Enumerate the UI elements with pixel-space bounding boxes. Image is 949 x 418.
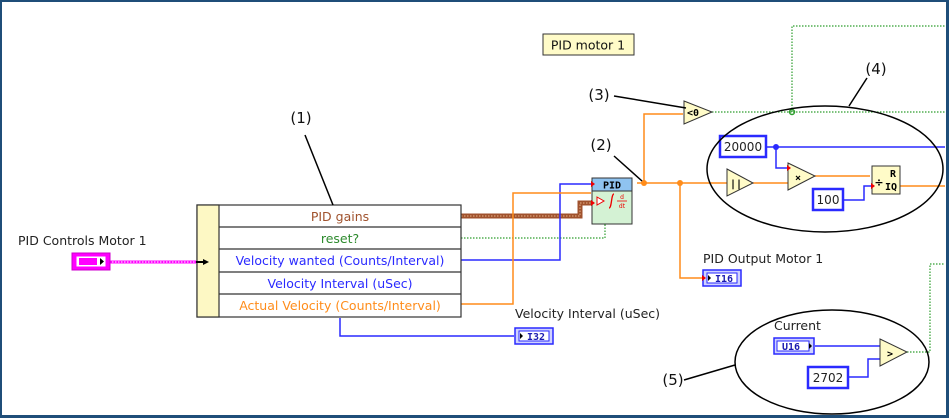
unbundle-by-name[interactable]: PID gains reset? Velocity wanted (Counts…	[196, 204, 462, 318]
pid-controls-label: PID Controls Motor 1	[18, 233, 147, 248]
const-2702-wire	[849, 358, 880, 378]
svg-text:(4): (4)	[865, 60, 886, 78]
velocity-interval-wire	[339, 318, 514, 337]
reset-wire	[461, 224, 606, 239]
unbundle-row-velocity-wanted: Velocity wanted (Counts/Interval)	[236, 253, 445, 268]
pid-output-label: PID Output Motor 1	[703, 251, 823, 266]
svg-text:20000: 20000	[724, 140, 762, 154]
current-control[interactable]: Current U16	[773, 318, 821, 355]
unbundle-row-pid-gains: PID gains	[311, 209, 369, 224]
velocity-wanted-wire	[461, 183, 591, 261]
input-arrow-icon	[203, 259, 209, 265]
greater-out-wire	[907, 263, 945, 353]
svg-text:IQ: IQ	[885, 182, 897, 193]
svg-text:>: >	[887, 349, 893, 360]
unbundle-row-velocity-interval: Velocity Interval (uSec)	[267, 276, 412, 291]
svg-text:(5): (5)	[662, 371, 683, 389]
greater-than-node[interactable]: >	[879, 338, 909, 367]
callout-5: (5)	[662, 364, 736, 389]
svg-text:R: R	[890, 169, 897, 180]
svg-text:<0: <0	[687, 108, 699, 119]
callout-1: (1)	[290, 109, 334, 206]
svg-text:dt: dt	[619, 203, 626, 210]
svg-text:(2): (2)	[590, 136, 611, 154]
pid-gains-wire	[461, 200, 591, 219]
unbundle-row-reset: reset?	[321, 231, 359, 246]
svg-text:(3): (3)	[588, 86, 609, 104]
pid-vi[interactable]: PID d dt	[591, 177, 633, 225]
gain-integral-derivative-icon: d dt	[596, 193, 627, 210]
svg-text:||: ||	[730, 179, 742, 190]
quotient-remainder-node[interactable]: ÷ R IQ	[871, 165, 901, 195]
constant-20000[interactable]: 20000	[718, 134, 768, 159]
const-100-wire	[843, 185, 872, 201]
less-than-zero-wire	[712, 25, 945, 116]
absolute-value-node[interactable]: ||	[726, 168, 755, 197]
current-label: Current	[774, 318, 821, 333]
multiply-node[interactable]: ×	[787, 162, 817, 191]
annotation-ellipse-5	[734, 309, 930, 415]
velocity-interval-label: Velocity Interval (uSec)	[515, 306, 660, 321]
callout-4: (4)	[848, 60, 887, 107]
constant-2702[interactable]: 2702	[806, 365, 850, 390]
const-20000-wire	[767, 144, 945, 169]
pid-controls-motor-control[interactable]: PID Controls Motor 1	[18, 233, 147, 271]
unbundle-row-actual-velocity: Actual Velocity (Counts/Interval)	[239, 298, 441, 313]
pid-output-wire	[637, 113, 727, 279]
velocity-interval-indicator[interactable]: Velocity Interval (uSec) I32	[514, 306, 660, 345]
annotation-ellipse-4	[706, 105, 944, 233]
svg-text:I32: I32	[527, 332, 545, 343]
actual-velocity-wire	[461, 192, 591, 305]
svg-text:d: d	[620, 194, 624, 201]
title-label: PID motor 1	[542, 33, 635, 56]
svg-text:×: ×	[795, 173, 801, 184]
svg-text:PID motor 1: PID motor 1	[551, 38, 625, 53]
callout-2: (2)	[590, 136, 643, 182]
constant-100[interactable]: 100	[811, 187, 845, 212]
svg-text:100: 100	[817, 193, 840, 207]
svg-text:I16: I16	[715, 274, 733, 285]
svg-text:(1): (1)	[290, 109, 311, 127]
callout-3: (3)	[588, 86, 687, 109]
pid-header: PID	[603, 181, 621, 192]
svg-text:÷: ÷	[874, 176, 883, 189]
pid-output-motor-indicator[interactable]: PID Output Motor 1 I16	[702, 251, 823, 287]
less-than-zero-node[interactable]: <0	[683, 100, 714, 125]
svg-text:2702: 2702	[813, 371, 844, 385]
svg-text:U16: U16	[782, 342, 800, 353]
